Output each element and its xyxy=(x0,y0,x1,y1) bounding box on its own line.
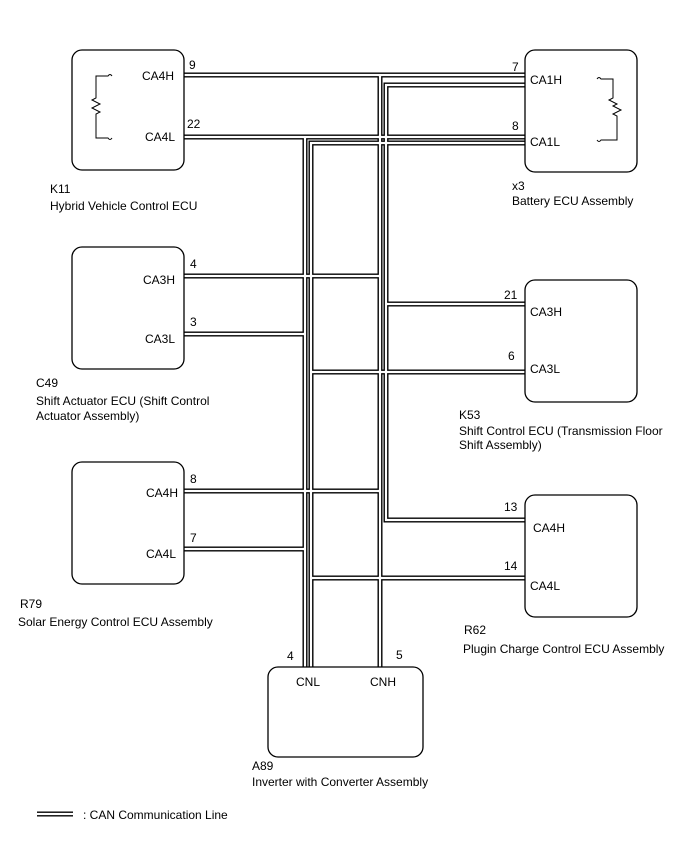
ecu-a89-code: A89 xyxy=(252,759,274,773)
ecu-k53-box xyxy=(524,279,638,403)
ecu-c49-name-line2: Actuator Assembly) xyxy=(36,409,139,423)
ecu-r62-num-h: 13 xyxy=(504,500,518,514)
ecu-x3-box xyxy=(524,49,638,173)
ecu-a89-pin-h: CNH xyxy=(370,675,396,689)
ecu-r62-code: R62 xyxy=(464,623,486,637)
ecu-r79-pin-h: CA4H xyxy=(146,486,178,500)
ecu-c49-num-l: 3 xyxy=(190,315,197,329)
ecu-x3: CA1H CA1L 7 8 x3 Battery ECU Assembly xyxy=(512,49,638,208)
ecu-r62-name: Plugin Charge Control ECU Assembly xyxy=(463,642,664,656)
terminating-resistor-icon xyxy=(90,74,113,140)
ecu-x3-code: x3 xyxy=(512,179,525,193)
ecu-c49: CA3H CA3L 4 3 C49 Shift Actuator ECU (Sh… xyxy=(36,246,209,423)
ecu-k11-num-h: 9 xyxy=(189,58,196,72)
ecu-k11-name: Hybrid Vehicle Control ECU xyxy=(50,199,197,213)
ecu-a89-box xyxy=(267,666,424,758)
ecu-k53: CA3H CA3L 21 6 K53 Shift Control ECU (Tr… xyxy=(459,279,663,452)
ecu-k11-num-l: 22 xyxy=(187,117,201,131)
ecu-r79-box xyxy=(71,461,185,585)
ecu-a89-num-l: 4 xyxy=(287,649,294,663)
ecu-k53-code: K53 xyxy=(459,408,481,422)
ecu-k11-code: K11 xyxy=(50,182,71,196)
ecu-a89-num-h: 5 xyxy=(396,648,403,662)
ecu-r79-name: Solar Energy Control ECU Assembly xyxy=(18,615,213,629)
ecu-k53-num-h: 21 xyxy=(504,288,518,302)
ecu-x3-num-h: 7 xyxy=(512,60,519,74)
ecu-c49-name-line1: Shift Actuator ECU (Shift Control xyxy=(36,394,209,408)
ecu-c49-pin-h: CA3H xyxy=(143,273,175,287)
ecu-r79-pin-l: CA4L xyxy=(146,547,176,561)
ecu-c49-pin-l: CA3L xyxy=(145,332,175,346)
legend: : CAN Communication Line xyxy=(37,808,228,822)
ecu-r79-num-l: 7 xyxy=(190,531,197,545)
ecu-k53-name-line2: Shift Assembly) xyxy=(459,438,542,452)
ecu-k53-pin-l: CA3L xyxy=(530,362,560,376)
ecu-r62-box xyxy=(524,494,638,618)
ecu-r79-num-h: 8 xyxy=(190,472,197,486)
ecu-c49-box xyxy=(71,246,185,370)
ecu-k11: CA4H CA4L 9 22 K11 Hybrid Vehicle Contro… xyxy=(50,49,201,213)
ecu-x3-pin-l: CA1L xyxy=(530,135,560,149)
ecu-k11-pin-h: CA4H xyxy=(142,69,174,83)
can-wires xyxy=(183,72,525,668)
ecu-x3-num-l: 8 xyxy=(512,119,519,133)
ecu-x3-name: Battery ECU Assembly xyxy=(512,194,633,208)
ecu-r62: CA4H CA4L 13 14 R62 Plugin Charge Contro… xyxy=(463,494,664,656)
ecu-r62-pin-l: CA4L xyxy=(530,579,560,593)
terminating-resistor-icon xyxy=(596,77,623,142)
ecu-r62-pin-h: CA4H xyxy=(533,521,565,535)
ecu-c49-num-h: 4 xyxy=(190,257,197,271)
ecu-a89: CNL CNH 4 5 A89 Inverter with Converter … xyxy=(252,648,428,789)
ecu-r62-num-l: 14 xyxy=(504,559,518,573)
ecu-k53-pin-h: CA3H xyxy=(530,305,562,319)
ecu-k53-name-line1: Shift Control ECU (Transmission Floor xyxy=(459,424,663,438)
ecu-r79: CA4H CA4L 8 7 R79 Solar Energy Control E… xyxy=(18,461,213,629)
ecu-c49-code: C49 xyxy=(36,376,58,390)
ecu-x3-pin-h: CA1H xyxy=(530,73,562,87)
ecu-k53-num-l: 6 xyxy=(508,349,515,363)
ecu-a89-name: Inverter with Converter Assembly xyxy=(252,775,428,789)
ecu-k11-box xyxy=(71,49,185,171)
ecu-a89-pin-l: CNL xyxy=(296,675,320,689)
ecu-r79-code: R79 xyxy=(20,597,42,611)
ecu-k11-pin-l: CA4L xyxy=(145,130,175,144)
legend-text: : CAN Communication Line xyxy=(83,808,228,822)
